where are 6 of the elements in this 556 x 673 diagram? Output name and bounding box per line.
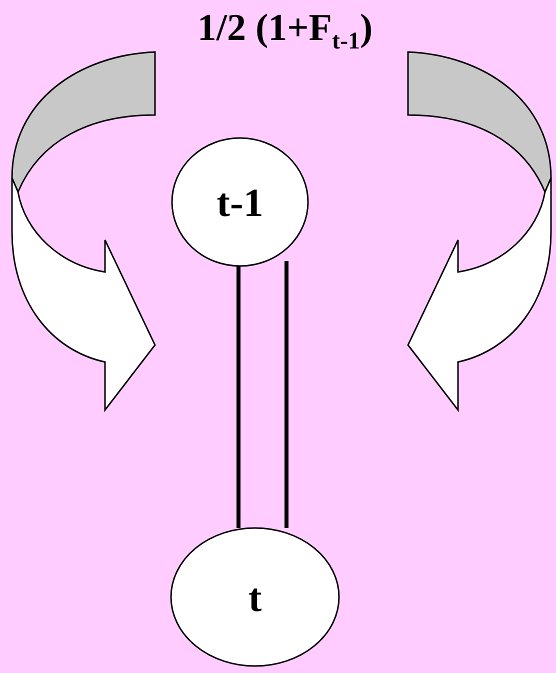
title: 1/2 (1+F$_{t-1}$) [196, 6, 374, 56]
node-label: t-1 [216, 178, 264, 226]
circle-node [170, 527, 340, 667]
circle-node [171, 137, 309, 267]
double-line [236, 259, 288, 530]
node-label: t [248, 574, 262, 620]
